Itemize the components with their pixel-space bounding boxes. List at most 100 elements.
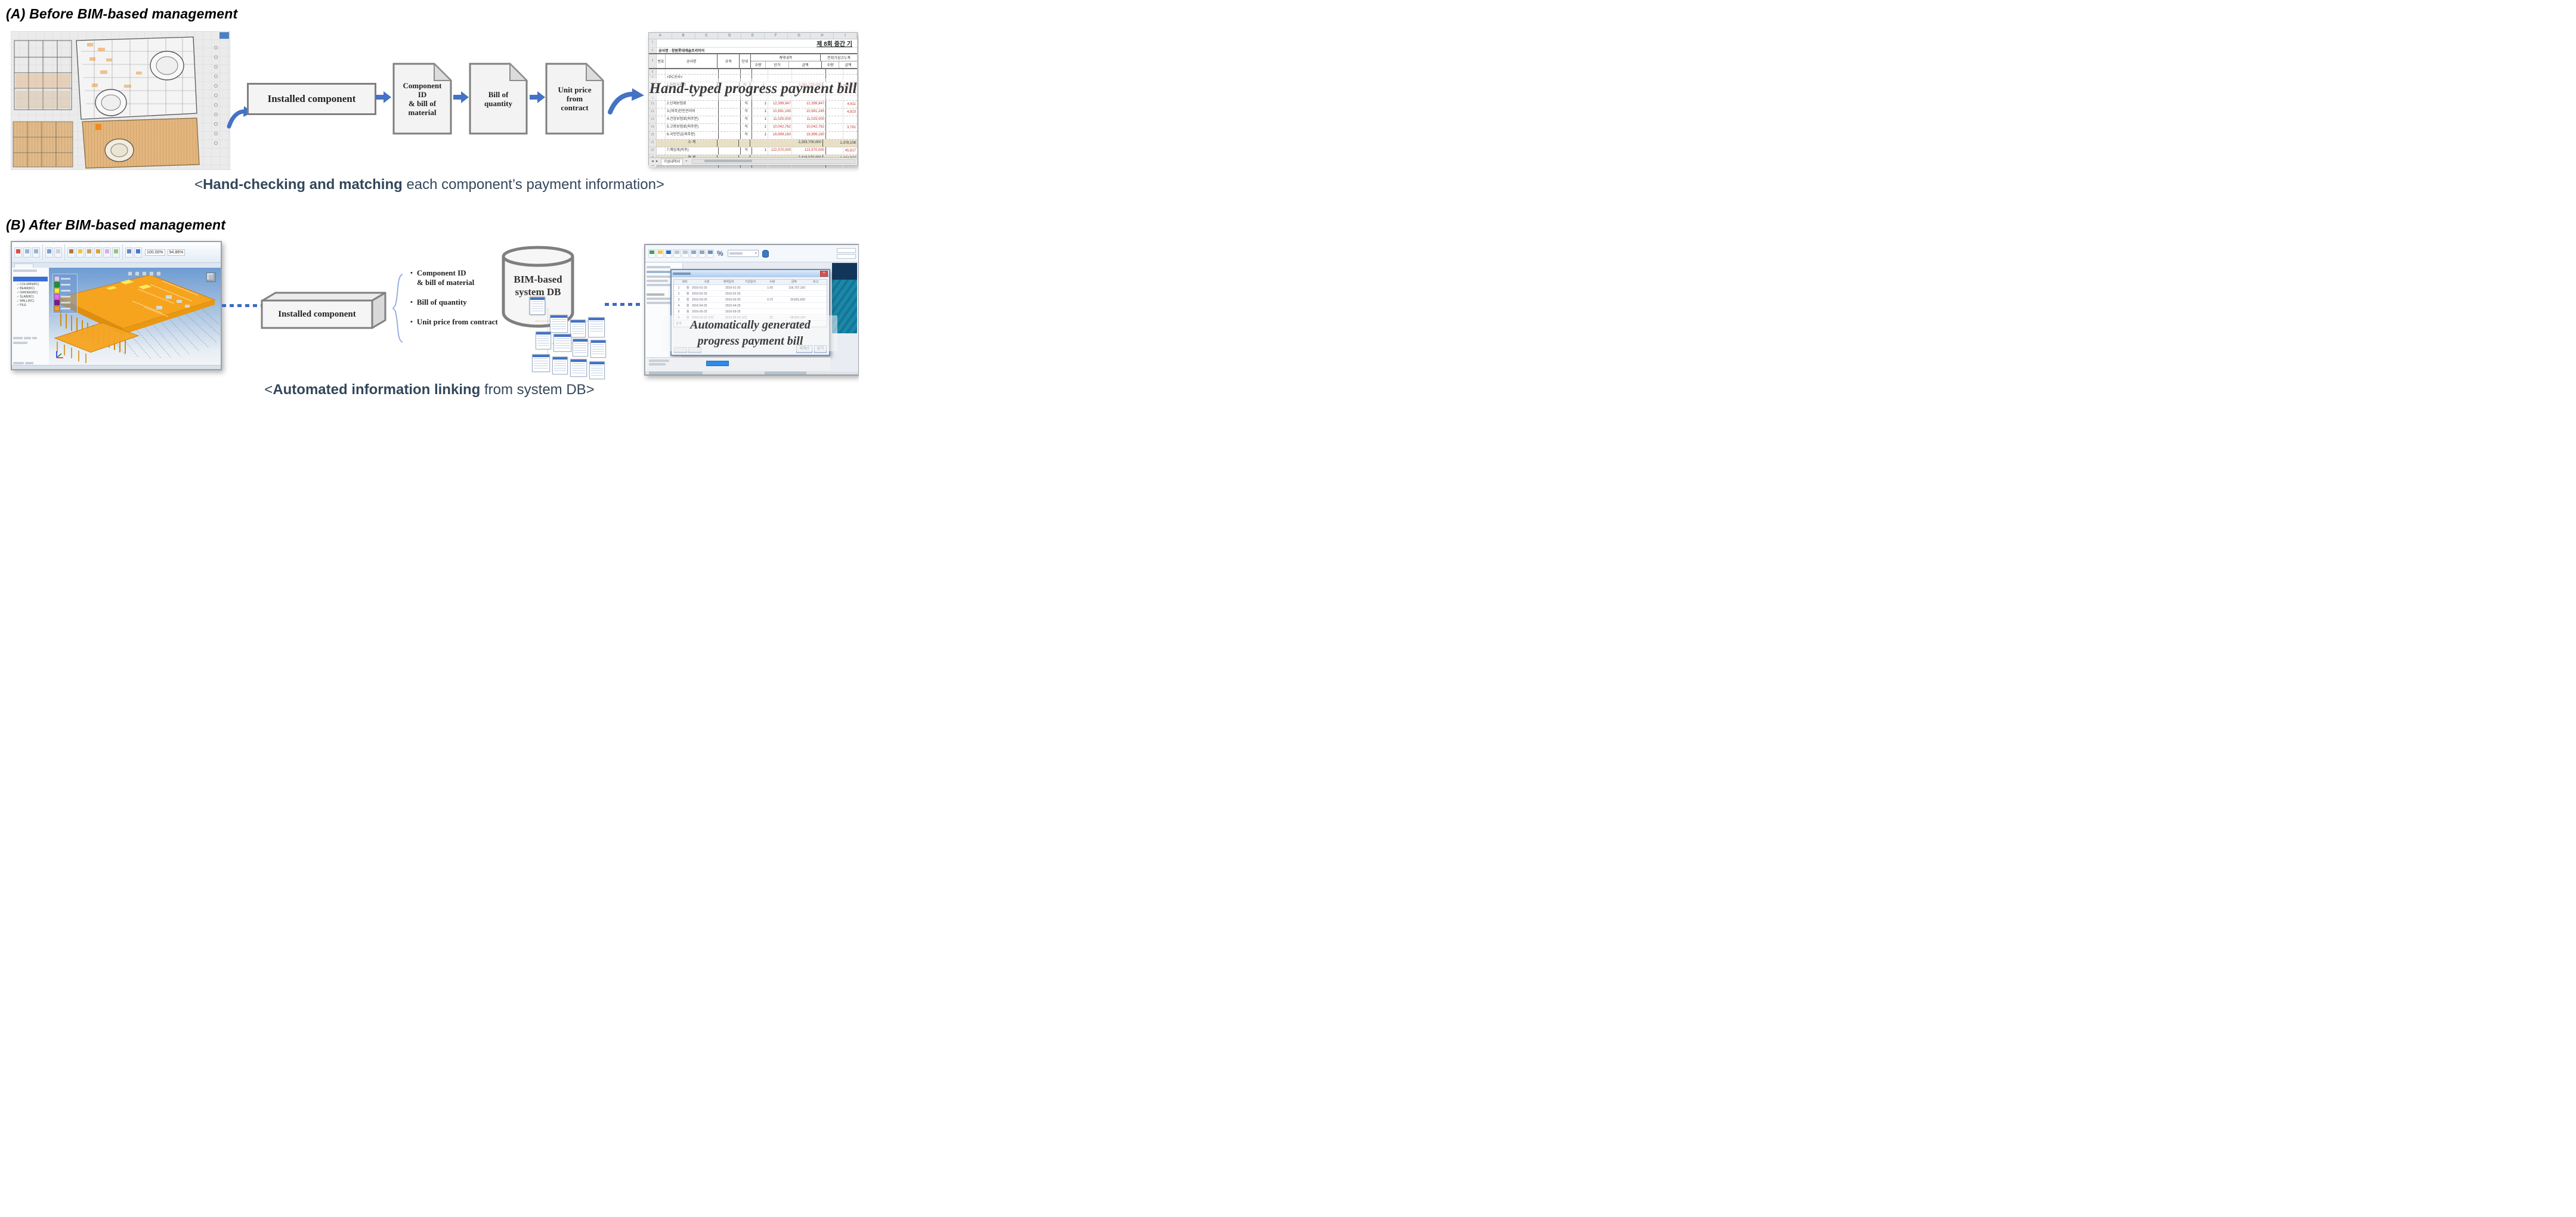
bim-3d-viewport[interactable] <box>49 268 221 366</box>
excel-column-letter: H <box>811 33 834 39</box>
excel-column-letter: C <box>695 33 719 39</box>
installed-component-box-a: Installed component <box>247 83 376 115</box>
document-shape-icon <box>545 62 605 135</box>
column-tool-icon[interactable] <box>67 247 75 258</box>
dialog-col-header: 금액 <box>791 280 797 284</box>
panel-footer-tabs[interactable] <box>13 362 48 364</box>
overlay-hand-typed: Hand-typed progress payment bill <box>649 78 857 100</box>
slab-tool-icon[interactable] <box>94 247 102 258</box>
checkbox-icon[interactable]: ✓ <box>17 303 20 307</box>
dialog-col-header: 수량 <box>769 280 775 284</box>
overlay-auto-generated: Automatically generated progress payment… <box>663 315 837 351</box>
close-icon[interactable]: × <box>820 271 828 277</box>
percent-icon[interactable]: % <box>717 249 723 258</box>
dialog-title-bar[interactable]: × <box>672 270 829 277</box>
tree-item[interactable]: ✓ PILE <box>17 303 27 307</box>
progress-percent-field[interactable]: 94.86% <box>167 249 185 256</box>
sheet-hscrollbar[interactable] <box>691 159 855 164</box>
tree-item[interactable]: ✓ GIRDER(RC) <box>17 290 38 295</box>
view-cube-icon[interactable] <box>206 272 216 282</box>
wall-tool-icon[interactable] <box>103 247 111 258</box>
sheet-nav-icons[interactable]: ◄ ► <box>651 160 659 163</box>
add-sheet-button[interactable]: + <box>685 160 688 163</box>
save-icon[interactable] <box>657 249 664 258</box>
select-tool-icon[interactable] <box>45 247 53 258</box>
excel-column-letter: E <box>741 33 765 39</box>
girder-tool-icon[interactable] <box>85 247 93 258</box>
gantt-area <box>647 357 831 371</box>
list-item: • Component ID & bill of material <box>410 268 475 287</box>
curly-brace-icon <box>392 274 403 343</box>
gantt-bar[interactable] <box>706 361 729 366</box>
table-row: 22 7.매입세(외주) 식 1 122,570,000 122,570,000… <box>649 147 857 155</box>
app-hscrollbar[interactable] <box>645 371 858 374</box>
tree-bottom-tabs[interactable] <box>13 337 48 339</box>
caption-a: <Hand-checking and matching each compone… <box>0 176 859 193</box>
axis-triad-icon <box>56 351 63 358</box>
checkbox-icon[interactable]: ✓ <box>17 290 20 295</box>
scrollbar-thumb[interactable] <box>649 371 703 374</box>
floor-plan-drawing <box>10 30 231 171</box>
document-shape-icon <box>469 62 528 135</box>
tree-item[interactable]: ✓ COLUMN(RC) <box>17 282 39 286</box>
pile-tool-icon[interactable] <box>112 247 120 258</box>
col-prev-group: 전회기성고누계 <box>827 57 851 61</box>
chart-type-combobox[interactable]: ▾ <box>727 250 759 257</box>
import-icon[interactable] <box>648 249 655 258</box>
sync-icon[interactable] <box>134 247 142 258</box>
checkbox-icon[interactable]: ✓ <box>17 286 20 290</box>
beam-tool-icon[interactable] <box>76 247 84 258</box>
bullet-icon: • <box>410 299 413 306</box>
link-icon[interactable] <box>665 249 672 258</box>
right-arrow-icon <box>453 91 469 103</box>
db-table-card <box>573 339 588 357</box>
checkbox-icon[interactable]: ✓ <box>17 282 20 286</box>
tree-item[interactable]: ✓ SLAB(RC) <box>17 295 34 299</box>
document-shape-icon <box>392 62 453 135</box>
table-row: 11 2.산재보험료 식 1 12,399,947 12,399,947 4,6… <box>649 101 857 109</box>
excel-column-letter: B <box>672 33 695 39</box>
tree-item[interactable]: ✓ BEAM(RC) <box>17 286 35 290</box>
schedule-icon[interactable] <box>125 247 133 258</box>
col-qty2: 수량 <box>822 61 839 68</box>
model-tab[interactable] <box>14 264 33 268</box>
viewport-nav-toolbar[interactable] <box>126 271 162 276</box>
caption-a-open: < <box>194 176 203 193</box>
section-a-title: (A) Before BIM-based management <box>6 6 238 21</box>
excel-project-row: 2 공사명 : 창원롯데캐슬프리미어 <box>649 48 857 53</box>
gantt-icon[interactable] <box>707 249 714 258</box>
col-no: 번호 <box>657 54 666 68</box>
scrollbar-thumb[interactable] <box>765 371 806 374</box>
model-icon[interactable] <box>682 249 689 258</box>
undo-icon[interactable] <box>32 247 40 258</box>
db-label: BIM-based system DB <box>514 274 562 298</box>
project-name: 공사명 : 창원롯데캐슬프리미어 <box>658 49 705 53</box>
database-icon[interactable] <box>762 249 769 258</box>
db-table-card <box>590 340 606 358</box>
doc-component-id: Component ID & bill of material <box>392 62 453 135</box>
legend-label-bar <box>61 302 70 304</box>
report-icon[interactable] <box>698 249 706 258</box>
checkbox-icon[interactable]: ✓ <box>17 295 20 299</box>
toolbar-fields[interactable] <box>837 247 856 259</box>
tree-item[interactable]: ✓ WALL(RC) <box>17 299 35 303</box>
doc-bill-of-quantity-label: Bill of quantity <box>484 89 512 108</box>
curved-arrow-icon <box>608 88 644 114</box>
view-tool-icon[interactable] <box>54 247 62 258</box>
save-icon[interactable] <box>14 247 22 258</box>
zoom-level-field[interactable]: 100.00% <box>145 249 165 256</box>
dialog-col-header: 비고 <box>813 280 819 284</box>
col-price: 단가 <box>766 61 789 68</box>
tree-root-item[interactable] <box>13 277 48 281</box>
tree-search-bar[interactable] <box>13 270 37 272</box>
checkbox-icon[interactable]: ✓ <box>17 299 20 303</box>
table-icon[interactable] <box>690 249 697 258</box>
open-icon[interactable] <box>23 247 31 258</box>
excel-table-header: 3 번호 공사명 규격 단위 계약내역 전회기성고누계 수량 단가 금액 수량 … <box>649 53 857 69</box>
component-icon[interactable] <box>673 249 681 258</box>
table-row: 9 <box>649 90 857 95</box>
sheet-tab[interactable]: 기성내역서 <box>660 158 684 165</box>
table-row: 3 월 2016-03-25 2016-03-25 0.70 30,801,60… <box>674 297 827 303</box>
scrollbar-thumb[interactable] <box>704 160 752 162</box>
